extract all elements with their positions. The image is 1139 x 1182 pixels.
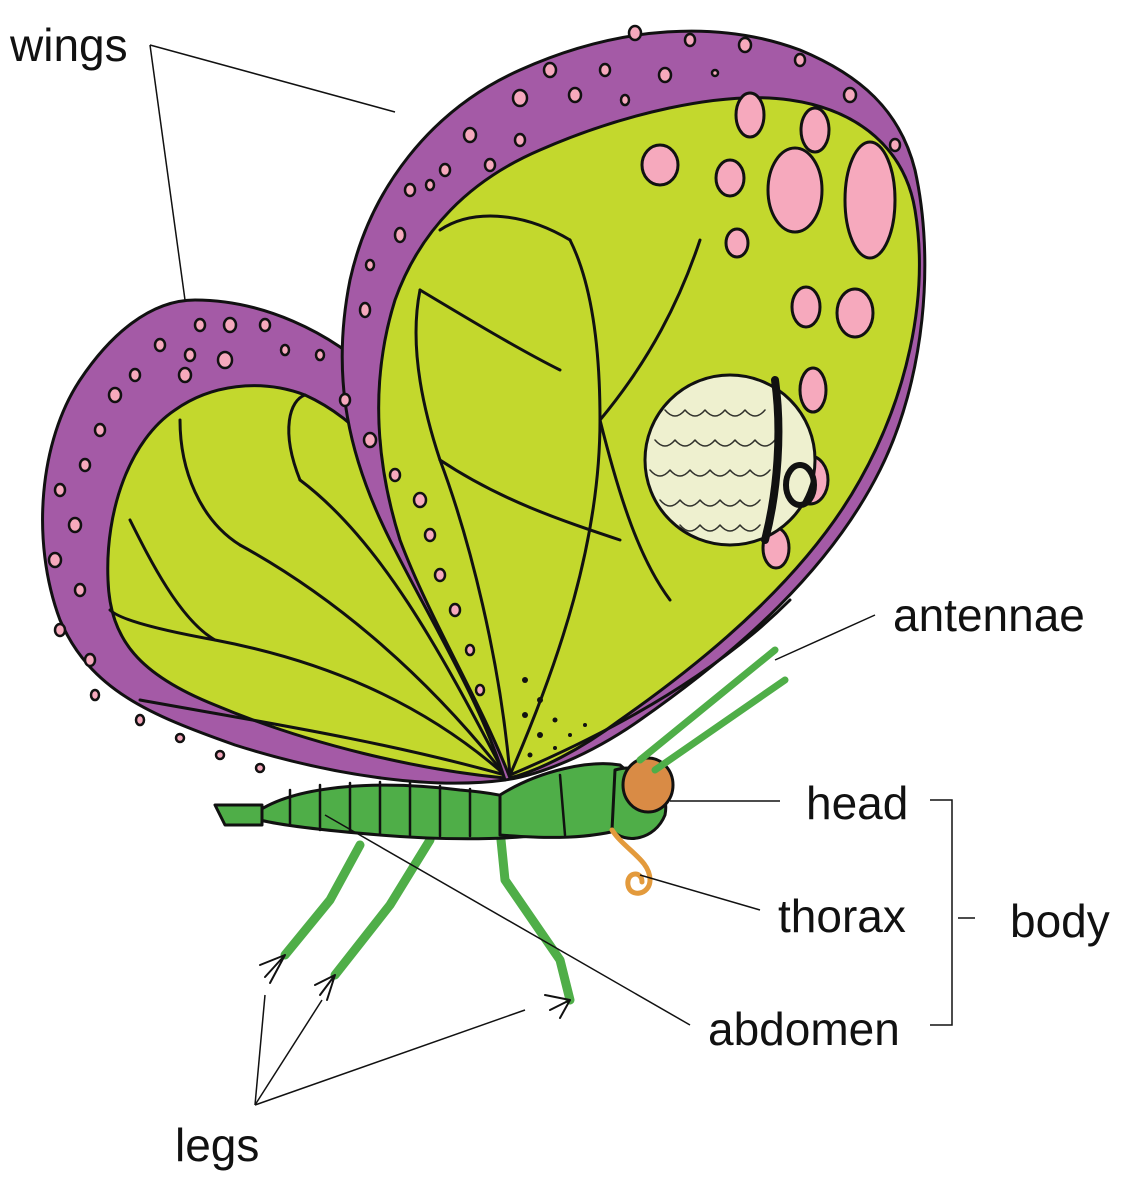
eyespot bbox=[645, 375, 815, 545]
label-antennae: antennae bbox=[893, 592, 1085, 638]
label-wings: wings bbox=[10, 22, 128, 68]
abdomen-shape bbox=[260, 785, 540, 839]
leg-feet bbox=[260, 955, 570, 1018]
abdomen-tip bbox=[215, 805, 262, 825]
label-abdomen: abdomen bbox=[708, 1006, 900, 1052]
label-body: body bbox=[1010, 898, 1110, 944]
label-head: head bbox=[806, 780, 908, 826]
label-thorax: thorax bbox=[778, 893, 906, 939]
label-legs: legs bbox=[175, 1122, 259, 1168]
legs-drawing bbox=[285, 830, 570, 1000]
